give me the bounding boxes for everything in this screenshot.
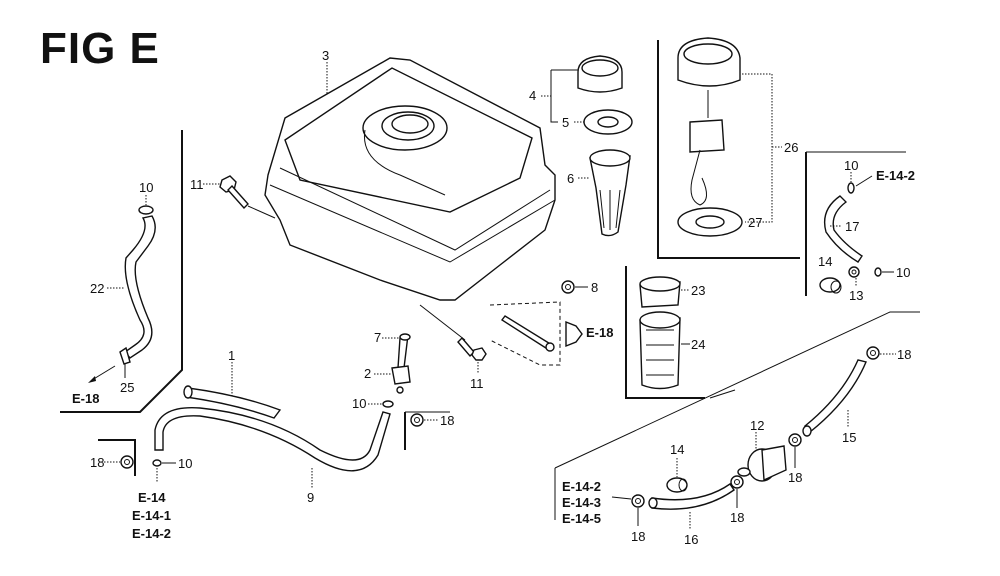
callout-15: 15: [842, 430, 856, 445]
fuel-hose-9: [154, 406, 391, 472]
callout-12: 12: [750, 418, 764, 433]
bracket-4-5: [550, 70, 558, 123]
grommet-18a: [120, 455, 134, 469]
callout-26: 26: [784, 140, 798, 155]
seal-27: [677, 207, 743, 237]
flange-bolt-b: [457, 336, 487, 361]
arrow-e14-2-top: [855, 175, 873, 187]
fuel-cap-4: [577, 55, 623, 93]
strainer-cup-23: [639, 276, 681, 308]
hose-1: [183, 385, 282, 419]
callout-18d: 18: [788, 470, 802, 485]
clip-25: [119, 346, 131, 365]
callout-11a: 11: [190, 177, 204, 192]
cap-seal-5: [583, 109, 633, 135]
callout-24: 24: [691, 337, 705, 352]
grommet-18e: [730, 475, 744, 489]
grommet-18d: [788, 433, 802, 447]
joint-14a: [819, 277, 842, 294]
bolt-b-line: [419, 304, 466, 341]
strainer-6: [589, 149, 631, 237]
ref-e14-5[interactable]: E-14-5: [562, 511, 601, 526]
ref-e18-left[interactable]: E-18: [72, 391, 99, 406]
arrow-e14-bottom: [611, 496, 632, 500]
left-section-frame: [60, 130, 183, 413]
callout-3: 3: [322, 48, 329, 63]
ref-e18-center[interactable]: E-18: [586, 325, 613, 340]
grommet-18f: [631, 494, 645, 508]
callout-10b: 10: [178, 456, 192, 471]
callout-14a: 14: [818, 254, 832, 269]
ref-e14[interactable]: E-14: [138, 490, 166, 505]
fuel-cap-assembly-26: [677, 37, 741, 206]
callout-4: 4: [529, 88, 536, 103]
hose-clip-10a: [138, 205, 154, 215]
left-bottom-bracket: [98, 439, 136, 476]
callout-11b: 11: [470, 376, 484, 391]
callout-10c: 10: [352, 396, 366, 411]
arrow-head: [88, 376, 96, 383]
callout-10d: 10: [844, 158, 858, 173]
hose-clip-10b: [152, 459, 162, 467]
callout-10e: 10: [896, 265, 910, 280]
detail-dashed-box: [489, 301, 561, 366]
strainer-frame-tail: [709, 389, 736, 399]
hose-15: [802, 359, 867, 437]
callout-7: 7: [374, 330, 381, 345]
callout-18b: 18: [440, 413, 454, 428]
ref-e14-2-top[interactable]: E-14-2: [876, 168, 915, 183]
callout-25: 25: [120, 380, 134, 395]
callout-10a: 10: [139, 180, 153, 195]
ref-e14-2-bottom[interactable]: E-14-2: [562, 479, 601, 494]
hose-clip-10d: [847, 182, 855, 194]
callout-18e: 18: [730, 510, 744, 525]
joint-14b: [666, 477, 688, 493]
callout-14b: 14: [670, 442, 684, 457]
filter-24: [639, 311, 681, 390]
nut-8: [561, 280, 575, 294]
flange-bolt: [219, 175, 249, 210]
hose-clip-10c: [382, 400, 394, 408]
grommet-18b: [410, 413, 424, 427]
fuel-valve-2: [391, 333, 411, 394]
callout-9: 9: [307, 490, 314, 505]
callout-27: 27: [748, 215, 762, 230]
hose-17: [823, 195, 863, 263]
callout-13: 13: [849, 288, 863, 303]
figure-title: FIG E: [40, 24, 160, 73]
callout-1: 1: [228, 348, 235, 363]
fuel-filter-12: [737, 445, 787, 482]
callout-18c: 18: [897, 347, 911, 362]
vent-hose-22: [123, 215, 156, 359]
arrow-e18-left: [91, 365, 116, 381]
bracket-26: [742, 73, 773, 223]
callout-6: 6: [567, 171, 574, 186]
strainer-frame: [625, 266, 705, 399]
grommet-13: [848, 266, 860, 278]
fuel-tank: [264, 57, 556, 301]
arrow-e18-center: [565, 320, 583, 348]
callout-18a: 18: [90, 455, 104, 470]
callout-18f: 18: [631, 529, 645, 544]
callout-17: 17: [845, 219, 859, 234]
ref-e14-1[interactable]: E-14-1: [132, 508, 171, 523]
fuel-line-frame-diagonal: [554, 311, 920, 469]
bolt-line: [247, 205, 276, 219]
callout-22: 22: [90, 281, 104, 296]
ref-e14-2[interactable]: E-14-2: [132, 526, 171, 541]
callout-16: 16: [684, 532, 698, 547]
ref-e14-3[interactable]: E-14-3: [562, 495, 601, 510]
hose-clip-10e: [874, 267, 882, 277]
callout-23: 23: [691, 283, 705, 298]
cap-assembly-frame: [657, 40, 800, 259]
callout-5: 5: [562, 115, 569, 130]
hose-16: [648, 483, 735, 510]
callout-2: 2: [364, 366, 371, 381]
grommet-18c: [866, 346, 880, 360]
stud-bolt: [500, 315, 555, 352]
callout-8: 8: [591, 280, 598, 295]
